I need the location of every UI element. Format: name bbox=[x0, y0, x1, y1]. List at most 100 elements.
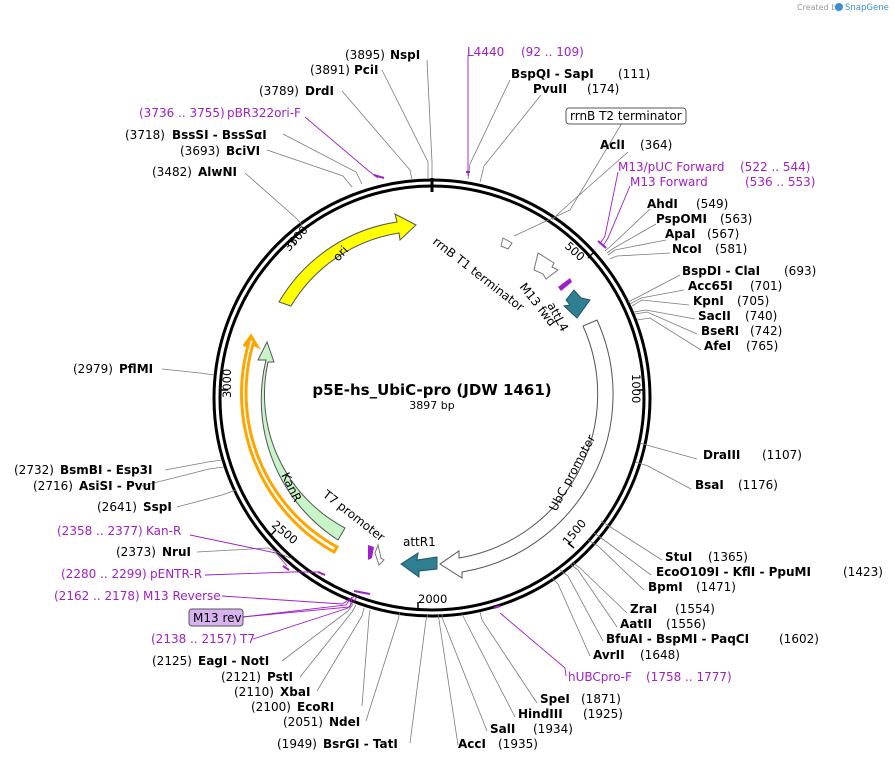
enzyme-name[interactable]: AvrII bbox=[593, 648, 625, 662]
site-pos: (3693) bbox=[180, 144, 220, 158]
site-pos: (1423) bbox=[843, 565, 883, 579]
site-pos: (2732) bbox=[14, 463, 54, 477]
site-pos: (3718) bbox=[125, 128, 165, 142]
site-pos: (2373) bbox=[116, 545, 156, 559]
attr1-arrow[interactable] bbox=[400, 551, 438, 578]
site-pos: (174) bbox=[587, 82, 619, 96]
enzyme-name[interactable]: KpnI bbox=[693, 294, 724, 308]
site-pos: (1471) bbox=[696, 580, 736, 594]
site-pos: (1871) bbox=[581, 692, 621, 706]
enzyme-name[interactable]: BsmBI - Esp3I bbox=[60, 463, 152, 477]
primer-range: (2358 .. 2377) bbox=[57, 524, 143, 538]
enzyme-name[interactable]: BssSI - BssSαI bbox=[172, 128, 267, 142]
kanr-feature[interactable]: KanR bbox=[240, 333, 346, 555]
site-pos: (1648) bbox=[640, 648, 680, 662]
site-pos: (563) bbox=[720, 212, 752, 226]
ori-arrow[interactable] bbox=[278, 213, 417, 307]
site-pos: (2051) bbox=[283, 715, 323, 729]
rrnb-t2-box[interactable]: rrnB T2 terminator bbox=[565, 107, 687, 125]
enzyme-name[interactable]: NspI bbox=[390, 48, 420, 62]
enzyme-name[interactable]: PvuII bbox=[533, 82, 567, 96]
attl4-arrow[interactable] bbox=[562, 289, 591, 319]
ubc-feature[interactable]: UbC promoter bbox=[439, 319, 614, 579]
enzyme-name[interactable]: AhdI bbox=[647, 197, 678, 211]
plasmid-size: 3897 bp bbox=[409, 399, 454, 412]
site-pos: (2100) bbox=[251, 700, 291, 714]
enzyme-name[interactable]: PflMI bbox=[119, 362, 153, 376]
primer-name[interactable]: M13 Reverse bbox=[143, 589, 221, 603]
primer-name[interactable]: hUBCpro-F bbox=[568, 670, 632, 684]
site-pos: (1365) bbox=[708, 550, 748, 564]
primer-name[interactable]: pBR322ori-F bbox=[227, 106, 301, 120]
enzyme-name[interactable]: BpmI bbox=[648, 580, 683, 594]
site-pos: (364) bbox=[640, 138, 672, 152]
enzyme-name[interactable]: EagI - NotI bbox=[198, 654, 269, 668]
enzyme-name[interactable]: EcoRI bbox=[297, 700, 334, 714]
site-pos: (3789) bbox=[259, 84, 299, 98]
rrnb-t1-label: rrnB T1 terminator bbox=[430, 234, 527, 314]
ubc-arrow[interactable] bbox=[439, 319, 614, 579]
enzyme-name[interactable]: NcoI bbox=[672, 242, 702, 256]
site-pos: (1925) bbox=[583, 707, 623, 721]
site-pos: (701) bbox=[750, 279, 782, 293]
enzyme-name[interactable]: AlwNI bbox=[198, 165, 237, 179]
enzyme-name[interactable]: ApaI bbox=[665, 227, 695, 241]
primer-name[interactable]: L4440 bbox=[467, 45, 504, 59]
attr1-feature[interactable]: attR1 bbox=[400, 535, 438, 578]
enzyme-name[interactable]: DrdI bbox=[305, 84, 334, 98]
enzyme-name[interactable]: SpeI bbox=[540, 692, 570, 706]
enzyme-name[interactable]: Acc65I bbox=[688, 279, 733, 293]
m13fwd-arrow[interactable] bbox=[558, 278, 572, 291]
rrnb-t1-arrow[interactable] bbox=[533, 252, 559, 280]
site-pos: (1934) bbox=[533, 722, 573, 736]
enzyme-name[interactable]: AfeI bbox=[704, 339, 731, 353]
enzyme-name[interactable]: PstI bbox=[267, 670, 293, 684]
enzyme-name[interactable]: BsaI bbox=[695, 478, 724, 492]
enzyme-name[interactable]: AclI bbox=[600, 138, 625, 152]
enzyme-name[interactable]: EcoO109I - KflI - PpuMI bbox=[656, 565, 811, 579]
enzyme-name[interactable]: XbaI bbox=[280, 685, 310, 699]
kanr-arrow[interactable] bbox=[257, 340, 346, 541]
m13rev-box[interactable]: M13 rev bbox=[188, 608, 244, 627]
enzyme-name[interactable]: BspQI - SapI bbox=[511, 67, 594, 81]
primer-range: (1758 .. 1777) bbox=[646, 670, 732, 684]
enzyme-name[interactable]: SalI bbox=[490, 722, 515, 736]
enzyme-name[interactable]: AsiSI - PvuI bbox=[79, 479, 156, 493]
site-pos: (2716) bbox=[33, 479, 73, 493]
enzyme-name[interactable]: PspOMI bbox=[656, 212, 707, 226]
enzyme-name[interactable]: BspDI - ClaI bbox=[682, 264, 760, 278]
enzyme-name[interactable]: BciVI bbox=[226, 144, 260, 158]
site-pos: (2121) bbox=[221, 670, 261, 684]
enzyme-name[interactable]: ZraI bbox=[630, 602, 657, 616]
enzyme-name[interactable]: DraIII bbox=[703, 448, 740, 462]
enzyme-name[interactable]: BseRI bbox=[701, 324, 739, 338]
primer-labels: L4440 (92 .. 109) M13/pUC Forward (522 .… bbox=[54, 45, 815, 684]
enzyme-name[interactable]: HindIII bbox=[518, 707, 563, 721]
t7-arrow[interactable] bbox=[374, 543, 385, 566]
primer-name[interactable]: Kan-R bbox=[146, 524, 181, 538]
enzyme-name[interactable]: BfuAI - BspMI - PaqCI bbox=[606, 632, 749, 646]
enzyme-name[interactable]: NruI bbox=[162, 545, 191, 559]
enzyme-name[interactable]: AatII bbox=[620, 617, 652, 631]
site-pos: (765) bbox=[746, 339, 778, 353]
enzyme-name[interactable]: AccI bbox=[458, 737, 486, 751]
enzyme-name[interactable]: StuI bbox=[665, 550, 692, 564]
primer-name[interactable]: M13/pUC Forward bbox=[618, 160, 725, 174]
site-pos: (693) bbox=[784, 264, 816, 278]
primer-name[interactable]: T7 bbox=[239, 632, 255, 646]
enzyme-name[interactable]: SacII bbox=[698, 309, 731, 323]
enzyme-name[interactable]: SspI bbox=[143, 500, 172, 514]
enzyme-name[interactable]: PciI bbox=[354, 63, 379, 77]
enzyme-name[interactable]: NdeI bbox=[329, 715, 360, 729]
site-pos: (3895) bbox=[345, 48, 385, 62]
enzyme-labels-left: (3895) NspI (3891) PciI (3789) DrdI (371… bbox=[14, 48, 420, 751]
site-pos: (111) bbox=[618, 67, 650, 81]
m13rev-arrow[interactable] bbox=[368, 545, 374, 560]
m13rev-label: M13 rev bbox=[193, 611, 242, 625]
site-pos: (567) bbox=[707, 227, 739, 241]
t7-label: T7 promoter bbox=[319, 487, 387, 545]
primer-name[interactable]: M13 Forward bbox=[630, 175, 708, 189]
enzyme-name[interactable]: BsrGI - TatI bbox=[323, 737, 398, 751]
rrnb-t2-arrow[interactable] bbox=[500, 237, 513, 250]
primer-name[interactable]: pENTR-R bbox=[150, 567, 202, 581]
